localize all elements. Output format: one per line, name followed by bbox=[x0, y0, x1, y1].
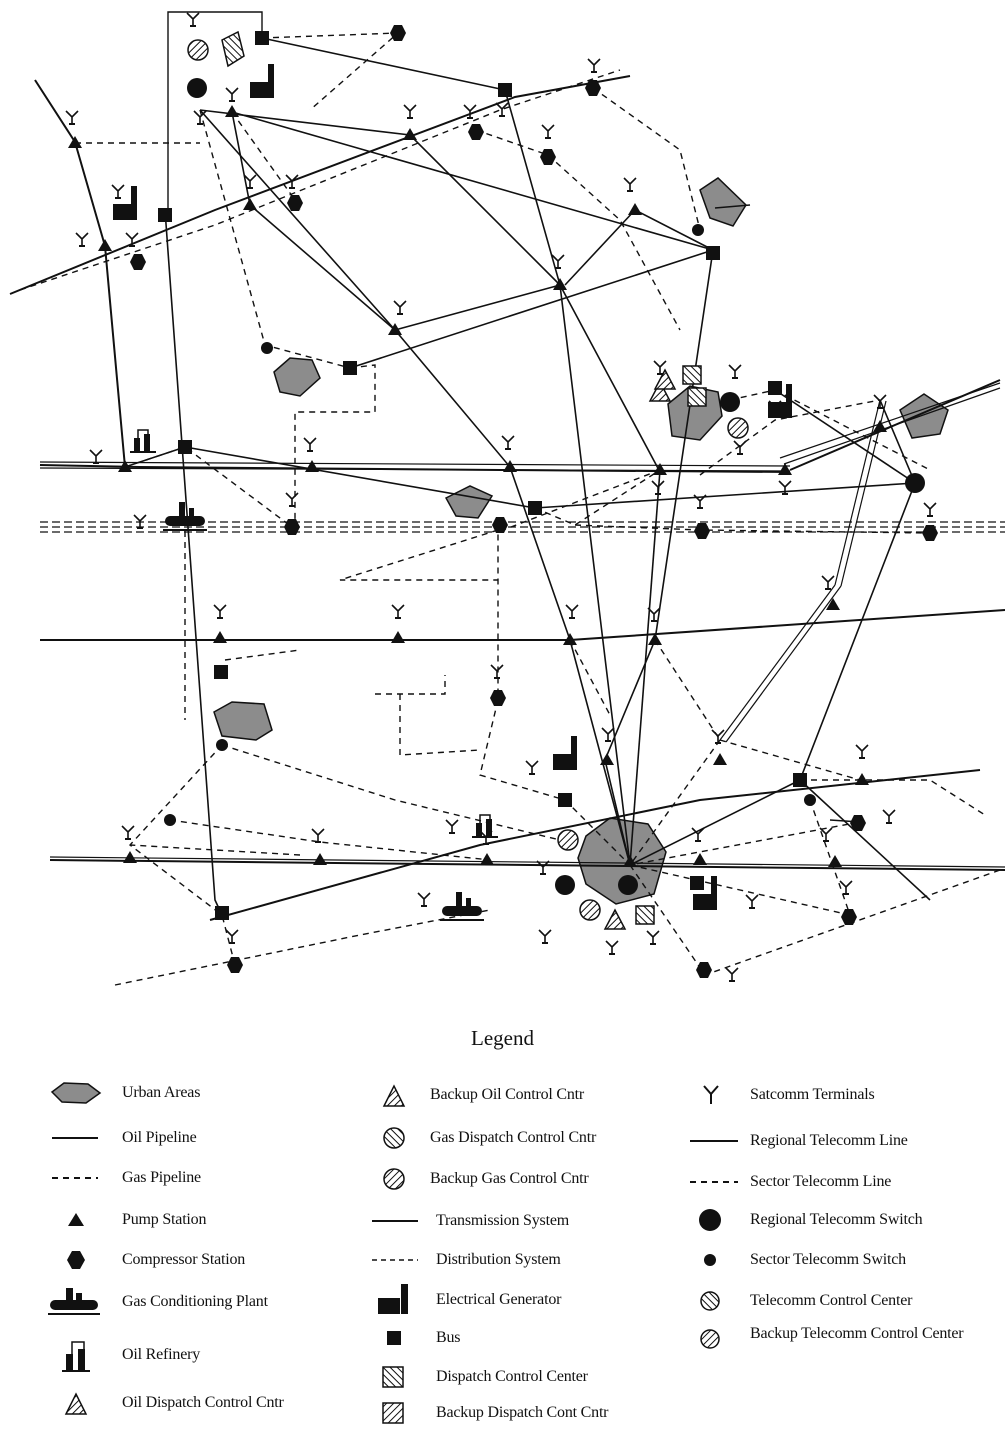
distribution-line-icon bbox=[372, 1259, 418, 1261]
legend-item-backup-oil-control: Backup Oil Control Cntr bbox=[370, 1080, 584, 1110]
backup-gas-control-icon bbox=[383, 1168, 405, 1190]
legend-item-distribution-system: Distribution System bbox=[370, 1245, 561, 1275]
backup-oil-control-icon bbox=[382, 1084, 406, 1107]
legend-item-regional-telecomm-line: Regional Telecomm Line bbox=[688, 1126, 908, 1156]
legend-label: Oil Refinery bbox=[122, 1346, 201, 1363]
legend-title: Legend bbox=[471, 1026, 534, 1050]
legend-label: Compressor Station bbox=[122, 1251, 246, 1268]
gas-pipeline-line-icon bbox=[52, 1177, 98, 1179]
legend-item-urban-areas: Urban Areas bbox=[48, 1078, 200, 1108]
legend-item-oil-refinery: Oil Refinery bbox=[48, 1336, 200, 1374]
legend-item-pump-station: Pump Station bbox=[48, 1205, 206, 1235]
dispatch-control-center-icon bbox=[382, 1366, 404, 1388]
urban-areas bbox=[213, 177, 949, 905]
transmission-line-icon bbox=[372, 1220, 418, 1222]
legend-label: Sector Telecomm Line bbox=[750, 1173, 892, 1190]
legend-label: Regional Telecomm Line bbox=[750, 1132, 908, 1149]
regional-switch-icon bbox=[699, 1209, 721, 1231]
telecomm-control-center-icon bbox=[700, 1291, 720, 1311]
legend-item-backup-telecomm-control: Backup Telecomm Control Center bbox=[688, 1324, 970, 1364]
legend-item-dispatch-control-center: Dispatch Control Center bbox=[370, 1362, 588, 1392]
legend-item-electrical-generator: Electrical Generator bbox=[370, 1282, 561, 1318]
gas-pipeline-network bbox=[19, 32, 1001, 986]
legend-label: Transmission System bbox=[436, 1212, 569, 1229]
legend-label: Gas Dispatch Control Cntr bbox=[430, 1129, 597, 1146]
legend-label: Dispatch Control Center bbox=[436, 1368, 588, 1385]
sector-switch-icon bbox=[704, 1254, 716, 1266]
oil-refinery-icon bbox=[62, 1341, 90, 1372]
legend-label: Pump Station bbox=[122, 1211, 207, 1228]
gas-dispatch-control-icon bbox=[383, 1127, 405, 1149]
legend-label: Urban Areas bbox=[122, 1084, 201, 1101]
legend-item-gas-conditioning-plant: Gas Conditioning Plant bbox=[44, 1284, 268, 1320]
legend-label: Regional Telecomm Switch bbox=[750, 1211, 923, 1228]
backup-telecomm-control-icon bbox=[700, 1329, 720, 1349]
legend-label: Satcomm Terminals bbox=[750, 1086, 875, 1103]
legend-label: Electrical Generator bbox=[436, 1291, 562, 1308]
legend-item-telecomm-control-center: Telecomm Control Center bbox=[688, 1286, 912, 1316]
legend-label: Oil Dispatch Control Cntr bbox=[122, 1394, 284, 1411]
oil-pipeline-line-icon bbox=[52, 1137, 98, 1139]
legend-label: Bus bbox=[436, 1329, 461, 1346]
legend-item-bus: Bus bbox=[370, 1323, 461, 1353]
legend-label: Gas Conditioning Plant bbox=[122, 1293, 268, 1310]
legend-label: Gas Pipeline bbox=[122, 1169, 201, 1186]
legend-item-regional-switch: Regional Telecomm Switch bbox=[688, 1205, 923, 1235]
legend-label: Backup Dispatch Cont Cntr bbox=[436, 1404, 609, 1421]
legend-label: Sector Telecomm Switch bbox=[750, 1251, 906, 1268]
control-region-outline bbox=[167, 11, 263, 210]
legend-label: Backup Telecomm Control Center bbox=[750, 1325, 964, 1342]
oil-dispatch-control-icon bbox=[64, 1392, 88, 1415]
infrastructure-network-map bbox=[9, 11, 1005, 986]
legend-item-gas-pipeline: Gas Pipeline bbox=[48, 1163, 201, 1193]
urban-area-icon bbox=[50, 1082, 102, 1104]
electrical-generator-icon bbox=[378, 1284, 408, 1314]
control-centers bbox=[187, 30, 749, 930]
legend-item-backup-gas-control: Backup Gas Control Cntr bbox=[370, 1164, 589, 1194]
legend-label: Backup Gas Control Cntr bbox=[430, 1170, 589, 1187]
legend-item-sector-switch: Sector Telecomm Switch bbox=[688, 1245, 906, 1275]
legend-label: Backup Oil Control Cntr bbox=[430, 1086, 585, 1103]
legend-label: Distribution System bbox=[436, 1251, 561, 1268]
legend-label: Oil Pipeline bbox=[122, 1129, 197, 1146]
gas-conditioning-plant-icon bbox=[48, 1288, 100, 1315]
satcomm-terminals bbox=[65, 12, 937, 983]
legend-item-transmission-system: Transmission System bbox=[370, 1206, 569, 1236]
sector-telecomm-line-icon bbox=[690, 1181, 738, 1183]
legend-item-satcomm-terminals: Satcomm Terminals bbox=[688, 1080, 875, 1110]
satcomm-terminal-icon bbox=[703, 1085, 719, 1104]
legend-item-compressor-station: Compressor Station bbox=[48, 1245, 245, 1275]
backup-dispatch-control-icon bbox=[382, 1402, 404, 1424]
compressor-station-icon bbox=[67, 1251, 85, 1269]
pump-station-icon bbox=[68, 1213, 84, 1226]
oil-pipeline-network bbox=[124, 37, 931, 916]
legend-label: Telecomm Control Center bbox=[750, 1292, 913, 1309]
legend-item-gas-dispatch-control: Gas Dispatch Control Cntr bbox=[370, 1123, 596, 1153]
legend-item-oil-pipeline: Oil Pipeline bbox=[48, 1123, 197, 1153]
legend-item-backup-dispatch-control: Backup Dispatch Cont Cntr bbox=[370, 1398, 609, 1428]
bus-icon bbox=[387, 1331, 401, 1345]
buses bbox=[158, 31, 807, 920]
legend-item-sector-telecomm-line: Sector Telecomm Line bbox=[688, 1167, 891, 1197]
regional-telecomm-line-icon bbox=[690, 1140, 738, 1142]
legend-item-oil-dispatch-control: Oil Dispatch Control Cntr bbox=[48, 1388, 284, 1418]
